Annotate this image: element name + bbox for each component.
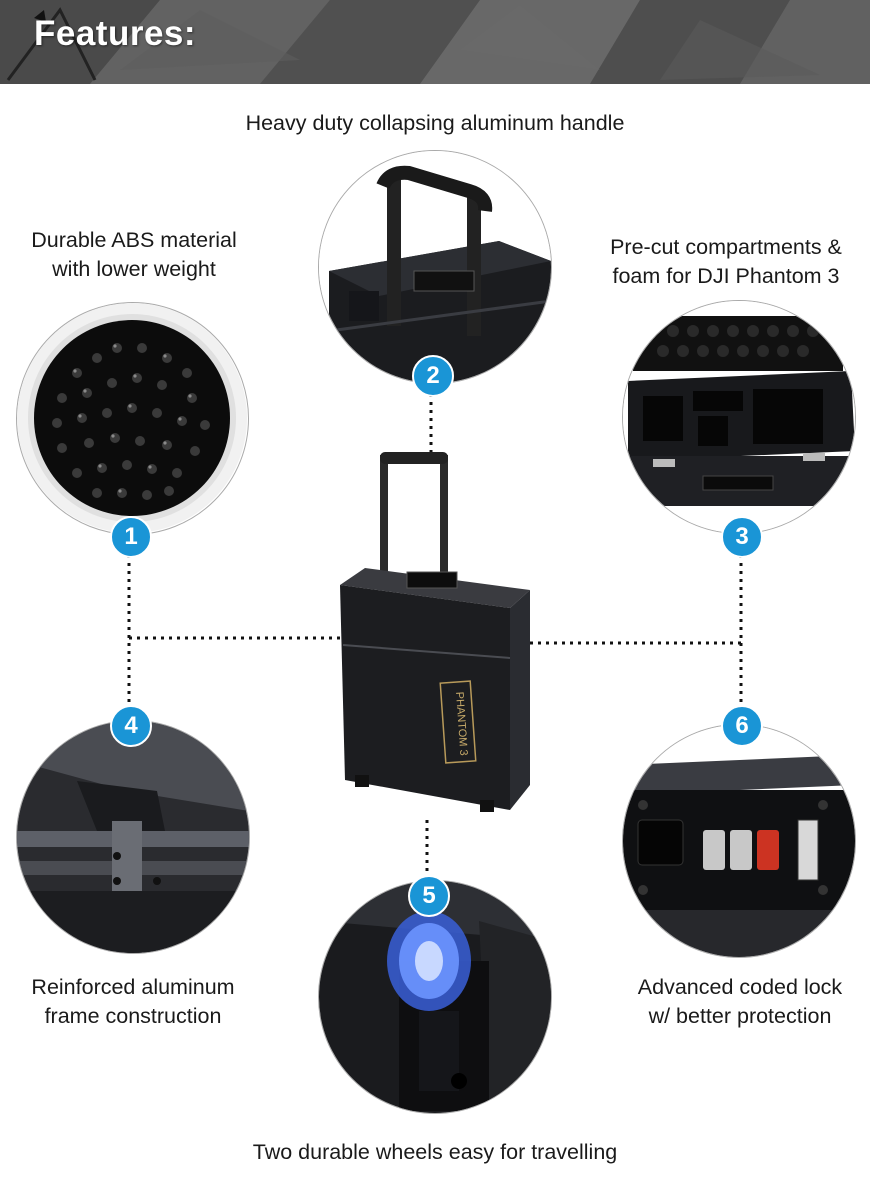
caption-line: with lower weight [52, 257, 216, 281]
pellets-image [17, 303, 247, 533]
wheel-photo [318, 880, 552, 1114]
wheel-image [319, 881, 551, 1113]
caption-handle: Heavy duty collapsing aluminum handle [0, 109, 870, 138]
feature-badge-3: 3 [721, 516, 763, 558]
lock-image [623, 725, 855, 957]
header-pattern [0, 0, 870, 84]
caption-line: Two durable wheels easy for travelling [252, 1140, 618, 1164]
caption-line: frame construction [44, 1004, 222, 1028]
caption-line: Heavy duty collapsing aluminum handle [245, 111, 625, 135]
caption-line: Advanced coded lock [637, 975, 843, 999]
lock-photo [622, 724, 856, 958]
foam-photo [622, 300, 856, 534]
page-title: Features: [34, 14, 197, 53]
handle-photo [318, 150, 552, 384]
caption-line: foam for DJI Phantom 3 [612, 264, 840, 288]
caption-abs: Durable ABS material with lower weight [0, 226, 268, 284]
frame-image [17, 721, 249, 953]
abs-material-photo [16, 302, 249, 535]
frame-photo [16, 720, 250, 954]
caption-wheels: Two durable wheels easy for travelling [0, 1138, 870, 1167]
suitcase-image: PHANTOM 3 [340, 452, 530, 812]
caption-foam: Pre-cut compartments & foam for DJI Phan… [590, 233, 862, 291]
feature-badge-6: 6 [721, 705, 763, 747]
caption-frame: Reinforced aluminum frame construction [0, 973, 266, 1031]
foam-image [623, 301, 855, 533]
case-plate-text: PHANTOM 3 [453, 691, 469, 756]
caption-line: Durable ABS material [31, 228, 237, 252]
caption-line: Pre-cut compartments & [610, 235, 842, 259]
caption-line: Reinforced aluminum [31, 975, 235, 999]
feature-badge-1: 1 [110, 516, 152, 558]
caption-lock: Advanced coded lock w/ better protection [610, 973, 870, 1031]
feature-badge-5: 5 [408, 875, 450, 917]
header-banner: Features: [0, 0, 870, 84]
handle-image [319, 151, 551, 383]
caption-line: w/ better protection [648, 1004, 832, 1028]
feature-badge-2: 2 [412, 355, 454, 397]
feature-badge-4: 4 [110, 705, 152, 747]
